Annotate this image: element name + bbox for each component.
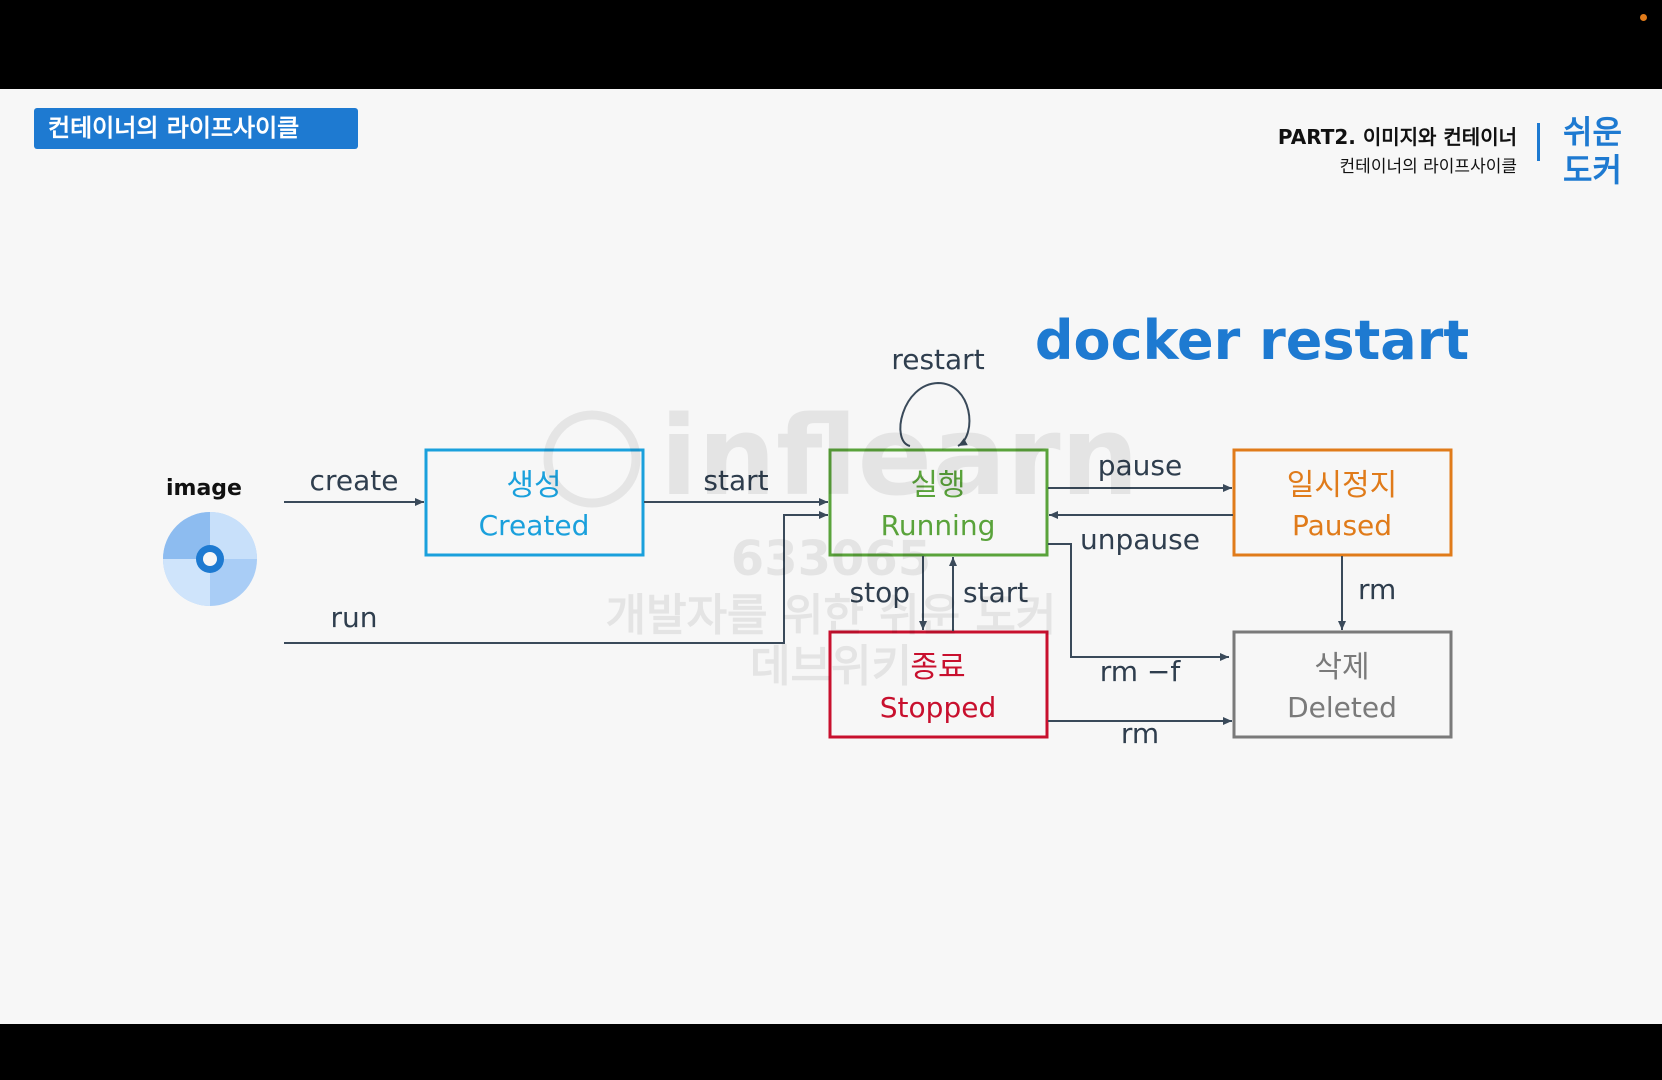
state-deleted-box (1232, 630, 1453, 739)
label-start-stopped: start (963, 576, 1028, 609)
transition-labels: create start run restart pause unpause s… (310, 343, 1397, 750)
image-label: image (166, 476, 242, 501)
label-unpause: unpause (1080, 523, 1200, 556)
state-created-en: Created (479, 509, 590, 542)
part-subtitle: 컨테이너의 라이프사이클 (1339, 157, 1517, 177)
logo-line-2: 도커 (1563, 151, 1622, 189)
label-restart: restart (891, 343, 984, 376)
state-stopped-ko: 종료 (910, 650, 965, 685)
arrow-restart (899, 381, 971, 447)
slide: 컨테이너의 라이프사이클 PART2. 이미지와 컨테이너 컨테이너의 라이프사… (0, 89, 1662, 1024)
state-created-ko: 생성 (506, 468, 561, 503)
label-pause: pause (1098, 449, 1183, 482)
state-stopped-box (828, 630, 1049, 739)
image-node: image (163, 476, 257, 606)
state-deleted-en: Deleted (1287, 691, 1397, 724)
state-paused-ko: 일시정지 (1287, 468, 1397, 503)
state-created-box (424, 448, 645, 557)
label-start-created: start (703, 464, 768, 497)
state-running: 실행 Running (828, 448, 1049, 557)
header-divider (1537, 123, 1540, 161)
state-paused-en: Paused (1292, 509, 1392, 542)
video-letterbox-bottom (0, 1024, 1662, 1080)
state-stopped: 종료 Stopped (828, 630, 1049, 739)
state-running-box (828, 448, 1049, 557)
arrow-run (284, 511, 828, 644)
state-deleted: 삭제 Deleted (1232, 630, 1453, 739)
transition-arrows (284, 381, 1346, 725)
state-paused: 일시정지 Paused (1232, 448, 1453, 557)
section-title-badge: 컨테이너의 라이프사이클 (34, 108, 358, 149)
state-deleted-ko: 삭제 (1314, 650, 1369, 685)
state-running-ko: 실행 (910, 468, 965, 503)
disc-icon (163, 512, 257, 606)
label-rm-paused: rm (1358, 573, 1396, 606)
label-rm-stopped: rm (1121, 717, 1159, 750)
state-running-en: Running (881, 509, 996, 542)
label-stop: stop (850, 576, 910, 609)
label-create: create (310, 464, 399, 497)
lifecycle-diagram: docker restart image 생성 Created 실행 Runni… (163, 309, 1469, 750)
video-letterbox-top (0, 0, 1662, 89)
label-run: run (330, 601, 377, 634)
diagram-heading: docker restart (1035, 309, 1469, 372)
part-title: PART2. 이미지와 컨테이너 (1277, 125, 1517, 149)
arrow-rm-f (1048, 543, 1229, 661)
recording-indicator-icon (1640, 14, 1647, 21)
state-paused-box (1232, 448, 1453, 557)
state-stopped-en: Stopped (880, 691, 996, 724)
state-created: 생성 Created (424, 448, 645, 557)
brand-logo: 쉬운 도커 (1563, 113, 1633, 189)
label-rm-f: rm −f (1100, 655, 1182, 688)
logo-line-1: 쉬운 (1563, 113, 1622, 151)
